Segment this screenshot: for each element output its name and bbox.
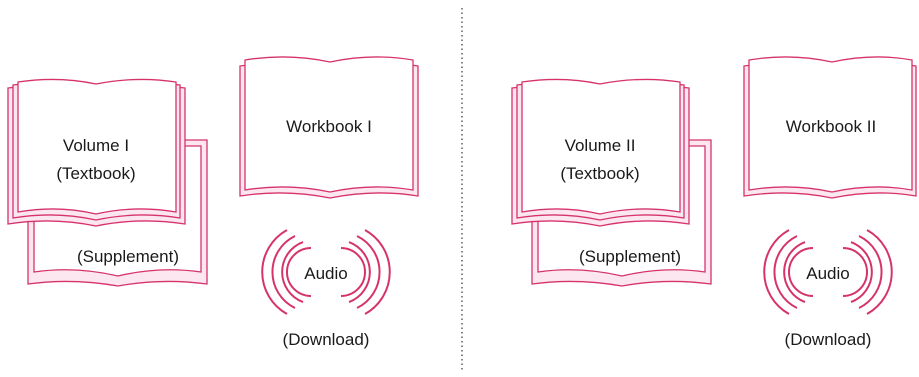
right-audio-caption: (Download)	[785, 330, 872, 349]
left-audio-label: Audio	[304, 264, 347, 283]
right-textbook-book: Volume II (Textbook)	[511, 78, 690, 227]
right-workbook-label: Workbook II	[786, 117, 876, 136]
left-audio-icon: Audio	[261, 229, 391, 315]
left-audio-caption: (Download)	[283, 330, 370, 349]
left-material-set: (Supplement) Volume I (Textbook) Workboo…	[7, 56, 419, 349]
right-textbook-subtitle: (Textbook)	[560, 164, 639, 183]
left-workbook-book: Workbook I	[239, 56, 419, 199]
right-textbook-title: Volume II	[565, 136, 636, 155]
left-textbook-book: Volume I (Textbook)	[7, 78, 186, 227]
right-audio-label: Audio	[806, 264, 849, 283]
left-supplement-label: (Supplement)	[77, 247, 179, 266]
left-workbook-label: Workbook I	[286, 117, 372, 136]
right-audio-icon: Audio	[763, 229, 893, 315]
right-workbook-book: Workbook II	[743, 56, 917, 199]
left-textbook-title: Volume I	[63, 136, 129, 155]
right-material-set: (Supplement) Volume II (Textbook) Workbo…	[511, 56, 917, 349]
left-textbook-subtitle: (Textbook)	[56, 164, 135, 183]
right-supplement-label: (Supplement)	[579, 247, 681, 266]
